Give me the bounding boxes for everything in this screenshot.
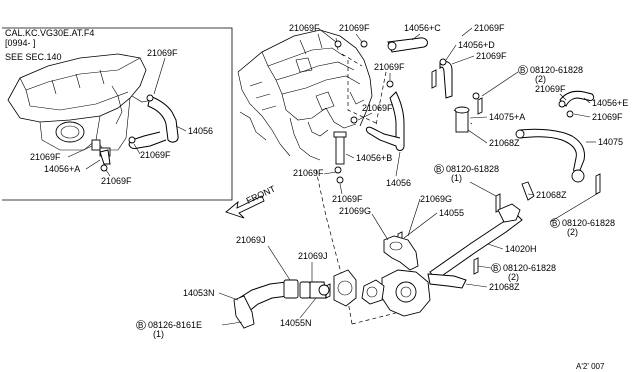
label-08120-61828-right-qty: (2) xyxy=(567,227,578,237)
label-08120-61828-top-qty: (2) xyxy=(535,74,546,84)
inset-label-21069F-b: 21069F xyxy=(140,150,171,160)
inset-hose-14056 xyxy=(128,94,179,149)
hose-14056-D xyxy=(439,58,453,99)
thermostat-housing xyxy=(361,269,431,317)
hose-clamps xyxy=(334,40,574,184)
water-pipe-14020H xyxy=(429,181,535,281)
hose-14056-E xyxy=(559,90,595,107)
label-21069F-1: 21069F xyxy=(289,23,320,33)
hose-14056 xyxy=(365,91,405,151)
hose-14056-B xyxy=(333,131,347,165)
inset-cal-line: CAL.KC.VG30E.AT.F4 xyxy=(5,28,94,38)
label-14020H: 14020H xyxy=(505,244,537,254)
label-14053N: 14053N xyxy=(183,288,215,298)
label-14055: 14055 xyxy=(439,208,464,218)
label-21068Z-3: 21068Z xyxy=(489,282,520,292)
diagram-ref-code: A'2' 007 xyxy=(576,362,605,371)
bolt-mark-mid: B xyxy=(436,165,441,174)
inset-clamps xyxy=(91,139,111,172)
label-14056-C: 14056+C xyxy=(404,23,441,33)
label-14056-B: 14056+B xyxy=(356,153,392,163)
label-21069G-1: 21069G xyxy=(420,194,452,204)
label-21069J-2: 21069J xyxy=(298,251,328,261)
bolt-mark-left: B xyxy=(138,321,143,330)
pipe-14075-A xyxy=(454,106,470,133)
inset-manifold-drawing xyxy=(7,53,153,151)
hose-14056-C xyxy=(387,37,428,53)
inset-label-21069F-c: 21069F xyxy=(30,152,61,162)
label-21069F-9: 21069F xyxy=(293,168,324,178)
label-21069G-2: 21069G xyxy=(339,206,371,216)
label-21069F-6: 21069F xyxy=(535,84,566,94)
label-08120-61828-bottom: 08120-61828 xyxy=(503,263,556,273)
label-08120-61828-bottom-qty: (2) xyxy=(508,272,519,282)
bolt-mark-bottom: B xyxy=(493,264,498,273)
thermostat-gasket xyxy=(333,269,357,307)
bolt-mark-top: B xyxy=(520,66,525,75)
label-08126-8161E-qty: (1) xyxy=(153,329,164,339)
label-08120-61828-mid-qty: (1) xyxy=(451,173,462,183)
inset-label-21069F-d: 21069F xyxy=(101,176,132,186)
engine-block-drawing xyxy=(237,29,373,161)
label-08120-61828-top: 08120-61828 xyxy=(530,65,583,75)
inset-label-21069F-a: 21069F xyxy=(147,48,178,58)
inset-date-line: [0994- ] xyxy=(5,38,36,48)
label-21069F-10: 21069F xyxy=(332,194,363,204)
label-21069J-1: 21069J xyxy=(236,235,266,245)
label-21068Z-1: 21068Z xyxy=(489,138,520,148)
label-21069F-5: 21069F xyxy=(476,51,507,61)
front-arrow-icon xyxy=(225,195,265,219)
label-08126-8161E: 08126-8161E xyxy=(148,320,202,330)
pipe-14075 xyxy=(515,128,585,183)
label-14056-E: 14056+E xyxy=(592,98,628,108)
label-21068Z-2: 21068Z xyxy=(536,190,567,200)
label-21069F-4: 21069F xyxy=(374,62,405,72)
label-14075-A: 14075+A xyxy=(489,112,525,122)
label-14075: 14075 xyxy=(598,137,623,147)
label-08120-61828-right: 08120-61828 xyxy=(562,218,615,228)
inset-label-14056: 14056 xyxy=(188,126,213,136)
label-14055N: 14055N xyxy=(280,318,312,328)
label-21069F-8: 21069F xyxy=(362,103,393,113)
water-inlet-14053N xyxy=(233,279,311,329)
hose-21068Z xyxy=(427,273,467,289)
label-21069F-7: 21069F xyxy=(592,112,623,122)
label-21069F-3a: 21069F xyxy=(474,23,505,33)
label-14056-D: 14056+D xyxy=(458,40,495,50)
label-08120-61828-mid: 08120-61828 xyxy=(446,164,499,174)
label-14056: 14056 xyxy=(386,178,411,188)
water-outlet-14055 xyxy=(383,235,419,271)
inset-label-14056A: 14056+A xyxy=(44,164,80,174)
bolt-mark-right: B xyxy=(552,219,557,228)
inset-panel: CAL.KC.VG30E.AT.F4 [0994- ] SEE SEC.140 xyxy=(2,27,233,201)
inset-see-sec: SEE SEC.140 xyxy=(5,52,62,62)
label-21069F-2: 21069F xyxy=(339,23,370,33)
hose-14055N xyxy=(309,281,330,299)
